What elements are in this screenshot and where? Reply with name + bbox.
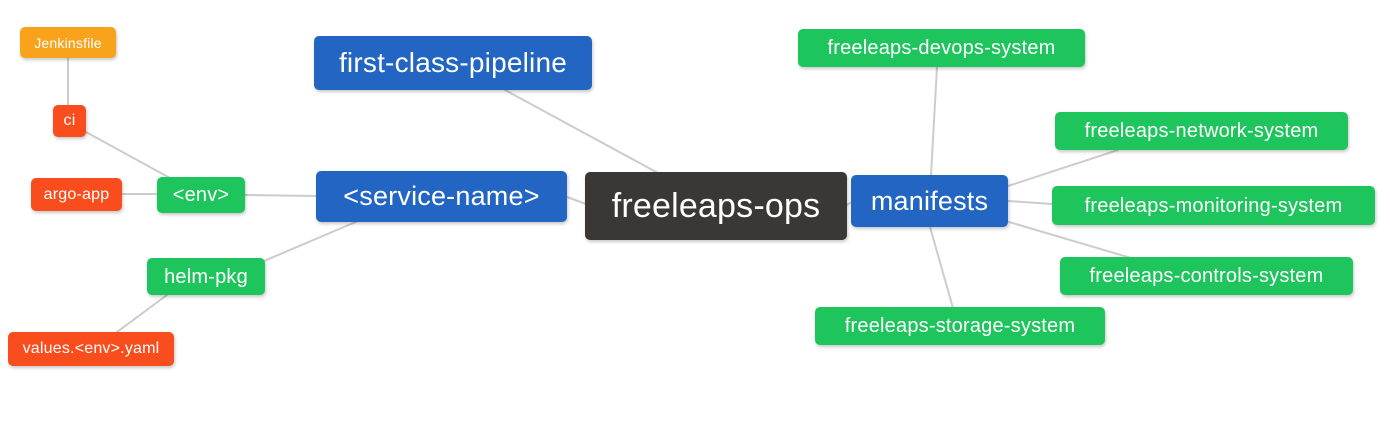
edge-ci-to-env [83,130,171,179]
node-values-env-yaml[interactable]: values.<env>.yaml [8,332,174,366]
node-freeleaps-storage-system[interactable]: freeleaps-storage-system [815,307,1105,345]
edge-values-env-yaml-to-helm-pkg [116,294,168,333]
node-env[interactable]: <env> [157,177,245,213]
node-freeleaps-controls-system[interactable]: freeleaps-controls-system [1060,257,1353,295]
edge-manifests-to-freeleaps-monitoring-system [1007,200,1053,205]
node-freeleaps-ops[interactable]: freeleaps-ops [585,172,847,240]
node-ci[interactable]: ci [53,105,86,137]
edge-helm-pkg-to-service-name [263,220,359,262]
node-first-class-pipeline[interactable]: first-class-pipeline [314,36,592,90]
node-freeleaps-monitoring-system[interactable]: freeleaps-monitoring-system [1052,186,1375,225]
edge-manifests-to-freeleaps-controls-system [1008,221,1132,259]
node-helm-pkg[interactable]: helm-pkg [147,258,265,295]
edge-manifests-to-freeleaps-network-system [1007,149,1119,187]
node-freeleaps-network-system[interactable]: freeleaps-network-system [1055,112,1348,150]
node-freeleaps-devops-system[interactable]: freeleaps-devops-system [798,29,1085,67]
edge-env-to-service-name [244,194,317,197]
node-jenkinsfile[interactable]: Jenkinsfile [20,27,116,58]
node-manifests[interactable]: manifests [851,175,1008,227]
node-service-name[interactable]: <service-name> [316,171,567,222]
edge-first-class-pipeline-to-freeleaps-ops [504,89,659,174]
edge-freeleaps-devops-system-to-manifests [930,66,938,176]
edge-manifests-to-freeleaps-storage-system [929,226,954,309]
edge-service-name-to-freeleaps-ops [566,196,587,205]
node-argo-app[interactable]: argo-app [31,178,122,211]
